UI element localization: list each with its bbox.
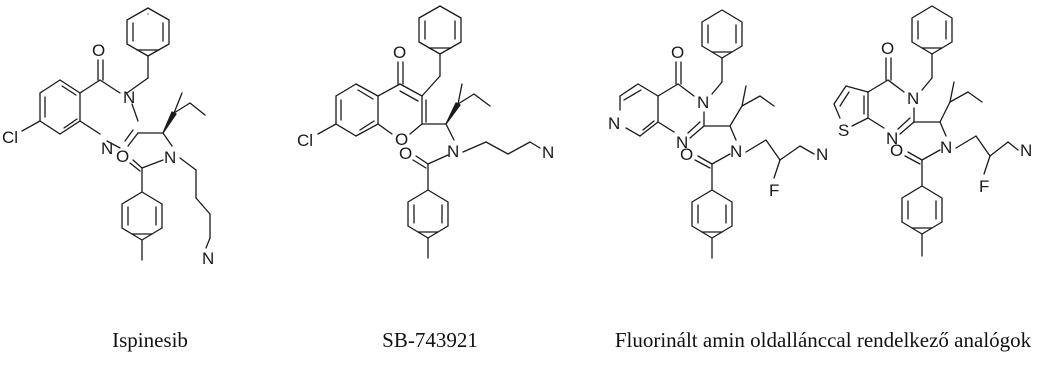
structure-sb743921: O O Cl N O N [297,5,554,259]
caption-ispinesib: Ispinesib [112,328,188,352]
caption-analogs: Fluorinált amin oldallánccal rendelkező … [614,328,1032,352]
structure-analog-pyrido: N N O N N O [608,9,828,259]
analog2-o-carbonyl: O [890,141,903,160]
sb-o-ring: O [395,130,408,149]
ispinesib-o-carbonyl: O [116,147,129,166]
analog1-n-pyridine: N [608,114,620,133]
ispinesib-n-ring-1: N [123,88,135,107]
ispinesib-chlorine: Cl [2,128,18,147]
analog2-n-terminal: N [1020,141,1032,160]
analog2-n-amide: N [940,138,952,157]
analog1-n-ring-2: N [676,133,688,152]
ispinesib-oxygen: O [92,41,105,60]
sb-oxygen: O [393,43,406,62]
analog1-o-carbonyl: O [680,145,693,164]
ispinesib-n-terminal: N [202,249,214,268]
analog2-oxygen: O [881,39,894,58]
analog2-fluorine: F [979,177,989,196]
analog1-n-ring-1: N [697,93,709,112]
analog1-fluorine: F [769,181,779,200]
chemical-structures: O N N Cl N O [2,5,1032,268]
sb-chlorine: Cl [297,131,313,150]
analog1-n-amide: N [730,142,742,161]
ispinesib-n-ring-2: N [101,139,113,158]
analog2-n-ring-1: N [907,89,919,108]
sb-n-terminal: N [542,143,554,162]
analog2-sulfur: S [838,121,849,140]
structure-ispinesib: O N N Cl N O [2,7,214,268]
analog2-n-ring-2: N [886,129,898,148]
analog1-n-terminal: N [816,145,828,164]
sb-n-amide: N [447,142,459,161]
caption-sb743921: SB-743921 [382,328,478,352]
analog1-oxygen: O [671,43,684,62]
sb-o-carbonyl: O [399,144,412,163]
ispinesib-n-amide: N [164,148,176,167]
structure-analog-thieno: N N O S N O [833,5,1032,257]
